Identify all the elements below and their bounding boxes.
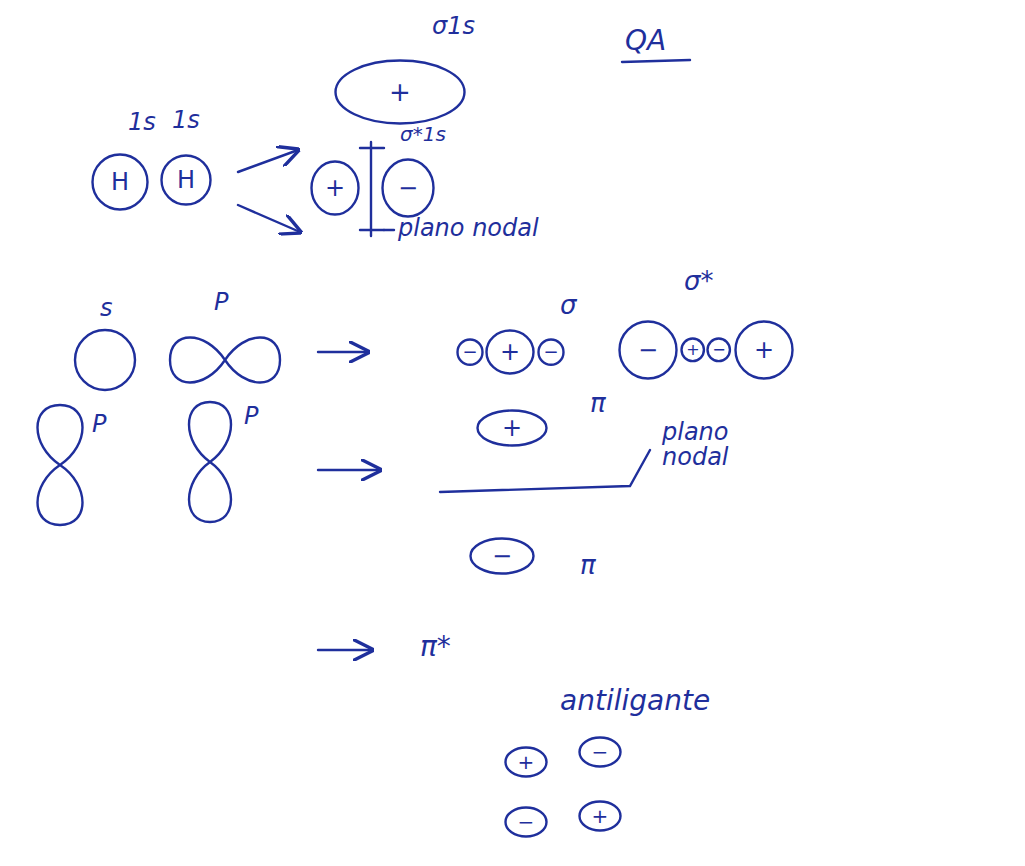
p-orbital: [170, 338, 280, 383]
lobe-shape: [682, 339, 704, 362]
lobe-shape: [539, 339, 564, 364]
orbital-sign: −: [398, 176, 418, 200]
lobe-shape: [580, 738, 621, 767]
nodal-plane: [440, 450, 650, 492]
orbital-sign: −: [543, 343, 558, 361]
orbital-label: s: [100, 296, 113, 321]
arrow: [238, 205, 300, 232]
underline: [622, 60, 690, 62]
lobe-shape: [736, 322, 793, 379]
orbital-lobe: +: [504, 746, 548, 778]
lobe-shape: [506, 748, 547, 777]
orbital-sign: −: [712, 342, 725, 358]
orbital-lobe: +: [578, 800, 622, 832]
orbital-sign: H: [111, 170, 129, 194]
orbital-label: QA: [625, 26, 666, 55]
s-orbital: [75, 330, 135, 390]
orbital-lobe: −: [504, 806, 548, 838]
orbital-lobe: −: [618, 320, 678, 380]
lobe-shape: [487, 331, 534, 374]
orbital-sign: +: [518, 752, 535, 772]
lobe-shape: [458, 339, 483, 364]
orbital-label: P: [92, 412, 106, 437]
orbital-sign: +: [592, 806, 609, 826]
orbital-sign: +: [502, 416, 522, 440]
lobe-shape: [93, 155, 148, 210]
orbital-lobe: −: [469, 537, 535, 575]
arrow: [318, 351, 368, 353]
orbital-sign: −: [592, 742, 609, 762]
orbital-sign: +: [754, 338, 774, 362]
lobe-shape: [506, 808, 547, 837]
orbital-sign: −: [638, 338, 658, 362]
orbital-lobe: +: [310, 160, 360, 216]
orbital-sign: H: [177, 168, 195, 192]
lobe-shape: [471, 539, 534, 574]
lobe-shape: [336, 61, 465, 124]
orbital-sign: +: [389, 79, 411, 105]
orbital-lobe: +: [734, 320, 794, 380]
orbital-lobe: +: [680, 337, 705, 363]
orbital-label: plano nodal: [662, 420, 772, 470]
orbital-lobe: +: [476, 409, 548, 447]
orbital-label: σ*: [684, 268, 713, 295]
orbital-sign: −: [518, 812, 535, 832]
orbital-label: σ*1s: [400, 124, 446, 145]
lobe-shape: [162, 156, 211, 205]
arrow: [238, 150, 298, 172]
lobe-shape: [478, 411, 547, 446]
orbital-label: antiligante: [560, 686, 710, 715]
orbital-sign: +: [500, 340, 520, 364]
orbital-label: π*: [420, 632, 451, 661]
p-orbital: [189, 402, 231, 522]
orbital-label: σ1s: [432, 14, 475, 39]
orbital-lobe: H: [91, 153, 149, 211]
orbital-label: 1s: [128, 110, 156, 135]
lobe-shape: [620, 322, 677, 379]
orbital-lobe: −: [706, 337, 731, 363]
orbital-lobe: +: [485, 329, 535, 375]
orbital-label: π: [590, 390, 606, 417]
orbital-label: 1s: [172, 108, 200, 133]
orbital-lobe: −: [381, 158, 435, 218]
orbital-sign: −: [462, 343, 477, 361]
orbital-label: σ: [560, 292, 576, 319]
orbital-label: P: [214, 290, 228, 315]
arrow: [318, 649, 372, 651]
lobe-shape: [383, 160, 434, 217]
lobe-shape: [708, 339, 730, 362]
orbital-lobe: +: [334, 59, 466, 125]
p-orbital: [38, 405, 83, 525]
orbital-lobe: −: [456, 338, 484, 366]
orbital-label: P: [244, 404, 258, 429]
arrow: [318, 469, 380, 471]
orbital-sign: −: [492, 544, 512, 568]
orbital-lobe: −: [537, 338, 565, 366]
orbital-label: plano nodal: [398, 216, 539, 241]
nodal-plane-ticks: [360, 148, 384, 230]
lobe-shape: [580, 802, 621, 831]
orbital-sign: +: [325, 176, 345, 200]
leader-line: [384, 229, 394, 231]
orbital-label: π: [580, 552, 596, 579]
orbital-lobe: −: [578, 736, 622, 768]
orbital-lobe: H: [160, 154, 212, 206]
orbital-sign: +: [686, 342, 699, 358]
nodal-plane: [370, 142, 372, 236]
lobe-shape: [312, 162, 359, 215]
